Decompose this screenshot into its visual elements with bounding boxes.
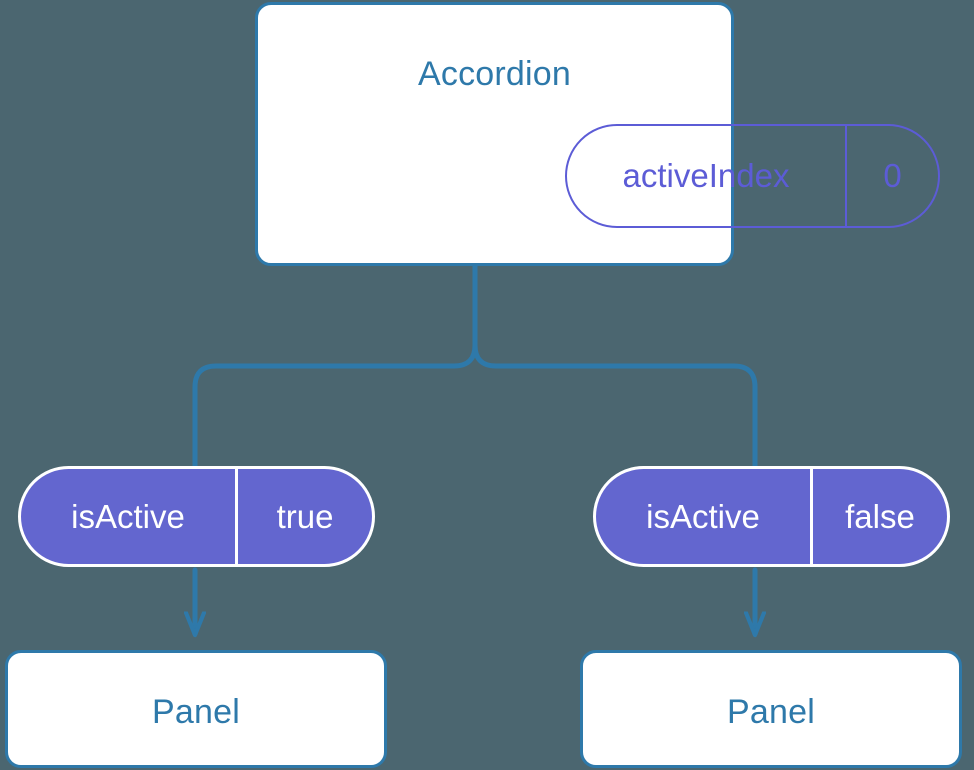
connector-accordion-to-branch-right <box>472 263 758 469</box>
connector-accordion-to-branches <box>192 263 478 469</box>
component-box-panel-left[interactable]: Panel <box>5 650 387 768</box>
state-pill-active-index-key: activeIndex <box>622 157 790 194</box>
state-pill-is-active-right-key: isActive <box>646 497 760 535</box>
component-box-accordion[interactable]: Accordion activeIndex 0 <box>255 2 940 266</box>
state-pill-is-active-left-value: true <box>235 469 372 564</box>
component-title-panel-right: Panel <box>727 693 815 731</box>
component-title-panel-left: Panel <box>152 693 240 731</box>
state-pill-is-active-left-key: isActive <box>71 497 185 535</box>
state-pill-is-active-right[interactable]: isActive false <box>593 466 950 567</box>
state-pill-active-index[interactable]: activeIndex 0 <box>565 124 940 228</box>
state-pill-is-active-left[interactable]: isActive true <box>18 466 375 567</box>
state-pill-is-active-right-value: false <box>810 469 947 564</box>
component-box-panel-right[interactable]: Panel <box>580 650 962 768</box>
state-pill-active-index-value: 0 <box>844 126 938 226</box>
component-title-accordion: Accordion <box>418 55 571 93</box>
